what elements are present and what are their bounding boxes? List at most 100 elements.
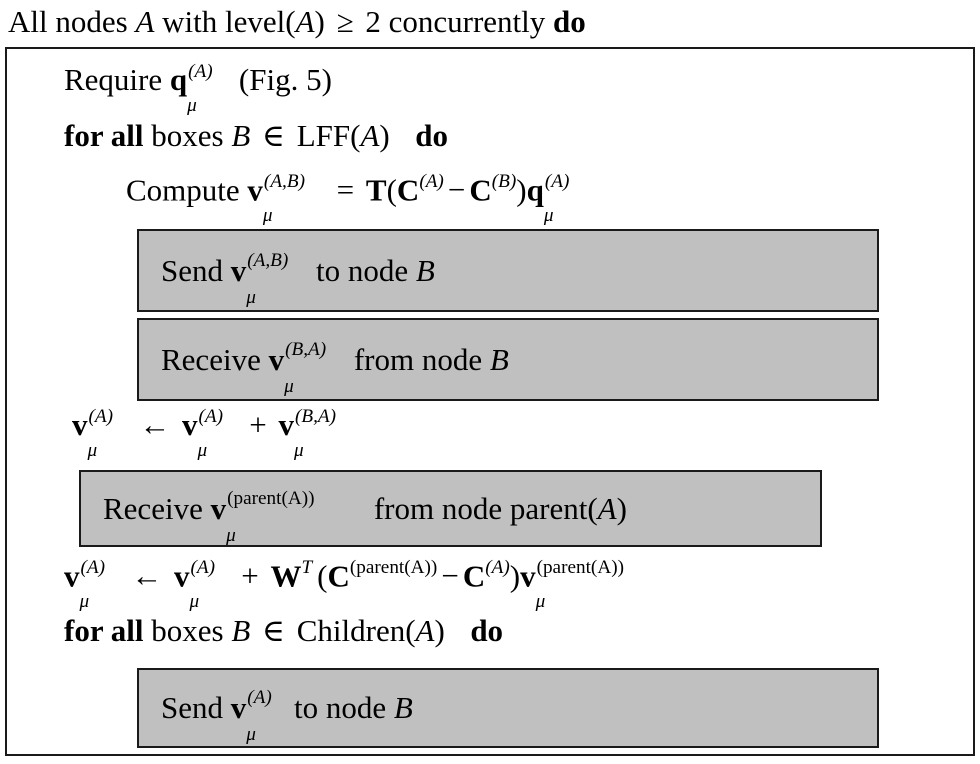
vupdate-b-rhs1-symbol: v [182, 407, 198, 442]
compute-close-paren: ) [516, 172, 527, 208]
require-reference: (Fig. 5) [238, 62, 332, 97]
recv-ba-target: B [489, 341, 509, 377]
recv-parent-action: Receive [103, 490, 203, 526]
vupdate-p-rhs1-superscript: (A) [190, 557, 216, 579]
compute-lhs-superscript: (A,B) [263, 171, 305, 193]
vupdate-b-arrow: ← [139, 407, 171, 442]
vupdate-p-lhs-superscript: (A) [80, 557, 106, 579]
line-receive-parent: Receive v(parent(A)) μ from node parent(A… [103, 487, 627, 546]
compute-lhs-symbol: v [247, 172, 263, 208]
vupdate-b-lhs-symbol: v [72, 407, 88, 442]
compute-q-symbol: q [526, 172, 544, 208]
vupdate-p-c-a: C [462, 558, 486, 594]
compute-c-b: C [469, 172, 492, 208]
recv-ba-subscript: μ [284, 375, 294, 397]
send-ab-target: B [415, 252, 435, 288]
header-function: level [225, 4, 286, 39]
compute-c-a-sup: (A) [419, 170, 444, 192]
compute-equals: = [336, 172, 355, 208]
vupdate-p-lhs-subscript: μ [79, 591, 90, 613]
forall-lff-loop-var: B [231, 118, 251, 153]
forall-children-noun: boxes [151, 613, 224, 648]
forall-lff-member-symbol: ∈ [262, 118, 285, 153]
recv-ba-action: Receive [161, 341, 261, 377]
forall-children-member-symbol: ∈ [262, 613, 285, 648]
send-a-subscript: μ [246, 724, 256, 745]
recv-parent-target: parent(A) [509, 490, 627, 526]
vupdate-p-c-parent-sup: (parent(A)) [349, 556, 438, 578]
recv-ba-symbol: v [268, 341, 285, 377]
compute-operator-t: T [365, 172, 387, 208]
shaded-box-send-ab: Send v(A,B)μ to node B [137, 229, 879, 312]
line-compute: Compute v(A,B)μ = T(C(A)−C(B))q(A)μ [126, 170, 584, 226]
compute-keyword: Compute [126, 172, 240, 208]
forall-children-keyword-do: do [470, 613, 504, 648]
vupdate-b-rhs2-subscript: μ [293, 440, 304, 461]
vupdate-p-rhs1-symbol: v [174, 558, 190, 594]
forall-lff-noun: boxes [151, 118, 224, 153]
compute-q-superscript: (A) [544, 171, 570, 193]
compute-c-a: C [396, 172, 420, 208]
header-relation: ≥ [336, 4, 354, 39]
send-a-preposition: to node [294, 690, 387, 725]
line-require: Require q(A)μ (Fig. 5) [64, 60, 332, 116]
send-ab-symbol: v [230, 252, 247, 288]
vupdate-p-plus: + [241, 558, 259, 594]
vupdate-b-rhs1-subscript: μ [197, 440, 208, 461]
vupdate-p-c-a-sup: (A) [485, 556, 510, 578]
forall-children-set-arg: A [415, 613, 435, 648]
header-node-var: A [135, 4, 155, 39]
vupdate-p-rhs1-subscript: μ [189, 591, 200, 613]
vupdate-b-lhs-subscript: μ [87, 440, 98, 461]
forall-lff-set-arg: A [360, 118, 380, 153]
vupdate-p-lhs-symbol: v [64, 558, 80, 594]
header-function-arg: A [295, 4, 315, 39]
line-vupdate-parent: v(A)μ ← v(A)μ + WT(C(parent(A))−C(A))v(p… [64, 556, 676, 612]
send-a-target: B [393, 690, 413, 725]
line-forall-lff: for all boxes B ∈ LFF(A) do [64, 118, 448, 153]
require-keyword: Require [64, 62, 163, 97]
shaded-box-send-a: Send v(A)μ to node B [137, 668, 879, 748]
line-send-ab: Send v(A,B)μ to node B [161, 250, 435, 308]
send-ab-preposition: to node [316, 252, 409, 288]
recv-parent-subscript: μ [226, 524, 236, 546]
line-receive-ba: Receive v(B,A) μ from node B [161, 338, 509, 397]
send-ab-action: Send [161, 252, 223, 288]
vupdate-b-rhs2-symbol: v [278, 407, 294, 442]
vupdate-p-v-parent-subscript: μ [535, 591, 546, 613]
forall-children-keyword-start: for all [64, 613, 144, 648]
recv-ba-superscript: (B,A) [285, 338, 327, 360]
compute-c-b-sup: (B) [491, 170, 517, 192]
vupdate-p-v-parent-superscript: (parent(A)) [536, 557, 624, 579]
header-suffix: concurrently [388, 4, 546, 39]
vupdate-b-rhs2-superscript: (B,A) [294, 405, 337, 427]
algorithm-header-line: All nodes A with level(A) ≥ 2 concurrent… [8, 4, 586, 39]
header-prefix: All nodes [8, 4, 128, 39]
compute-minus: − [447, 172, 466, 208]
compute-open-paren: ( [386, 172, 397, 208]
forall-children-set-name: Children [296, 613, 406, 648]
vupdate-p-w-symbol: W [270, 558, 302, 594]
recv-ba-preposition: from node [353, 341, 483, 377]
vupdate-b-plus: + [249, 407, 267, 442]
send-a-action: Send [161, 690, 223, 725]
require-subscript: μ [187, 95, 197, 116]
require-superscript: (A) [188, 60, 213, 82]
send-ab-subscript: μ [246, 286, 256, 308]
vupdate-p-minus: − [441, 558, 459, 594]
forall-lff-keyword-do: do [415, 118, 448, 153]
vupdate-b-lhs-superscript: (A) [88, 405, 114, 427]
line-forall-children: for all boxes B ∈ Children(A) do [64, 613, 504, 648]
vupdate-p-w-sup: T [301, 556, 313, 578]
compute-q-subscript: μ [543, 205, 554, 227]
algorithm-body-frame: Require q(A)μ (Fig. 5) for all boxes B ∈… [5, 47, 975, 756]
recv-parent-superscript: (parent(A)) [227, 487, 315, 509]
vupdate-p-c-parent: C [327, 558, 350, 594]
forall-children-loop-var: B [231, 613, 251, 648]
recv-parent-preposition: from node [373, 490, 503, 526]
shaded-box-receive-ba: Receive v(B,A) μ from node B [137, 318, 879, 401]
vupdate-p-arrow: ← [131, 558, 163, 594]
recv-parent-symbol: v [210, 490, 227, 526]
shaded-box-receive-parent: Receive v(parent(A)) μ from node parent(A… [79, 470, 822, 547]
